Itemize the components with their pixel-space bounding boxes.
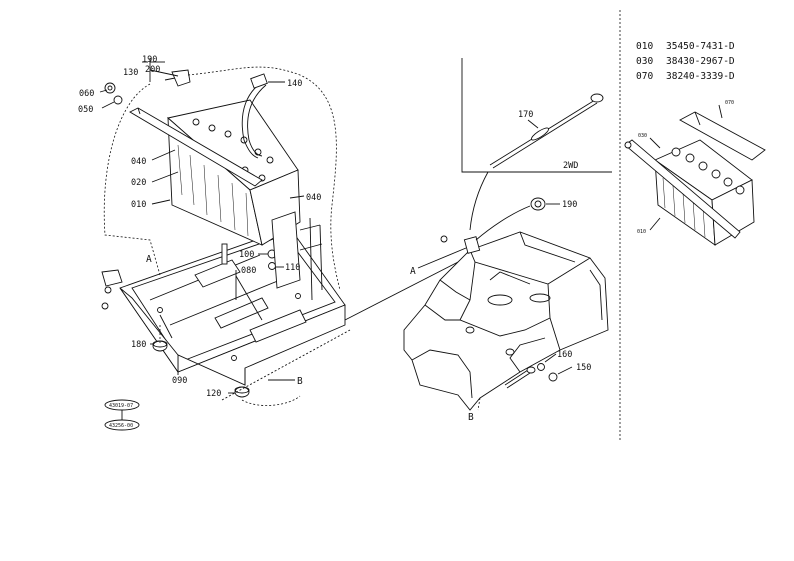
rod-080 xyxy=(221,243,228,265)
parts-ref: 030 xyxy=(636,56,653,67)
detail-battery xyxy=(624,111,766,246)
detail-callout-010: 010 xyxy=(637,229,646,235)
parts-ref: 070 xyxy=(636,71,653,82)
callouts-left xyxy=(99,58,305,394)
bolt-060 xyxy=(104,82,123,105)
marker-b-right: B xyxy=(468,412,474,423)
callout-020: 020 xyxy=(131,178,146,188)
parts-ref: 010 xyxy=(636,41,653,52)
callout-190: 190 xyxy=(142,55,157,65)
marker-b-left: B xyxy=(297,376,303,387)
inset-2wd xyxy=(461,58,612,173)
callout-120: 120 xyxy=(206,389,221,399)
callout-080: 080 xyxy=(241,266,256,276)
marker-a-right: A xyxy=(410,266,416,277)
callout-040-right: 040 xyxy=(306,193,321,203)
label-2wd: 2WD xyxy=(563,161,578,171)
parts-list: 010 35450-7431-D 030 38430-2967-D 070 38… xyxy=(636,41,735,82)
parts-number: 38240-3339-D xyxy=(666,71,735,82)
battery-010 xyxy=(167,99,301,246)
clamp-200 xyxy=(164,69,191,87)
detail-callout-030: 030 xyxy=(638,133,647,139)
callout-050: 050 xyxy=(78,105,93,115)
callout-040-top: 040 xyxy=(131,157,146,167)
callout-110: 110 xyxy=(285,263,300,273)
callout-100: 100 xyxy=(239,250,254,260)
bracket-a xyxy=(101,269,123,310)
callout-140: 140 xyxy=(287,79,302,89)
callout-130: 130 xyxy=(123,68,138,78)
clip-a xyxy=(417,235,481,269)
callout-170: 170 xyxy=(518,110,533,120)
front-frame xyxy=(403,231,609,411)
callout-150: 150 xyxy=(576,363,591,373)
stamp-2: 43256-00 xyxy=(109,423,133,429)
callout-160: 160 xyxy=(557,350,572,360)
cable-end-190 xyxy=(475,197,560,241)
rubber-120 xyxy=(234,386,250,398)
callout-190-right: 190 xyxy=(562,200,577,210)
callout-200: 200 xyxy=(145,65,160,75)
reference-stamps xyxy=(104,399,140,431)
parts-number: 35450-7431-D xyxy=(666,41,735,52)
callout-060: 060 xyxy=(79,89,94,99)
marker-a-left: A xyxy=(146,254,152,265)
cable-140 xyxy=(241,73,268,159)
detail-callout-070: 070 xyxy=(725,100,734,106)
parts-number: 38430-2967-D xyxy=(666,56,735,67)
callout-090: 090 xyxy=(172,376,187,386)
callout-180: 180 xyxy=(131,340,146,350)
callout-010: 010 xyxy=(131,200,146,210)
frame-rail xyxy=(271,211,323,301)
stamp-1: 43019-07 xyxy=(109,403,133,409)
hold-down-bar xyxy=(129,107,263,187)
bolts-150-160 xyxy=(504,353,573,389)
